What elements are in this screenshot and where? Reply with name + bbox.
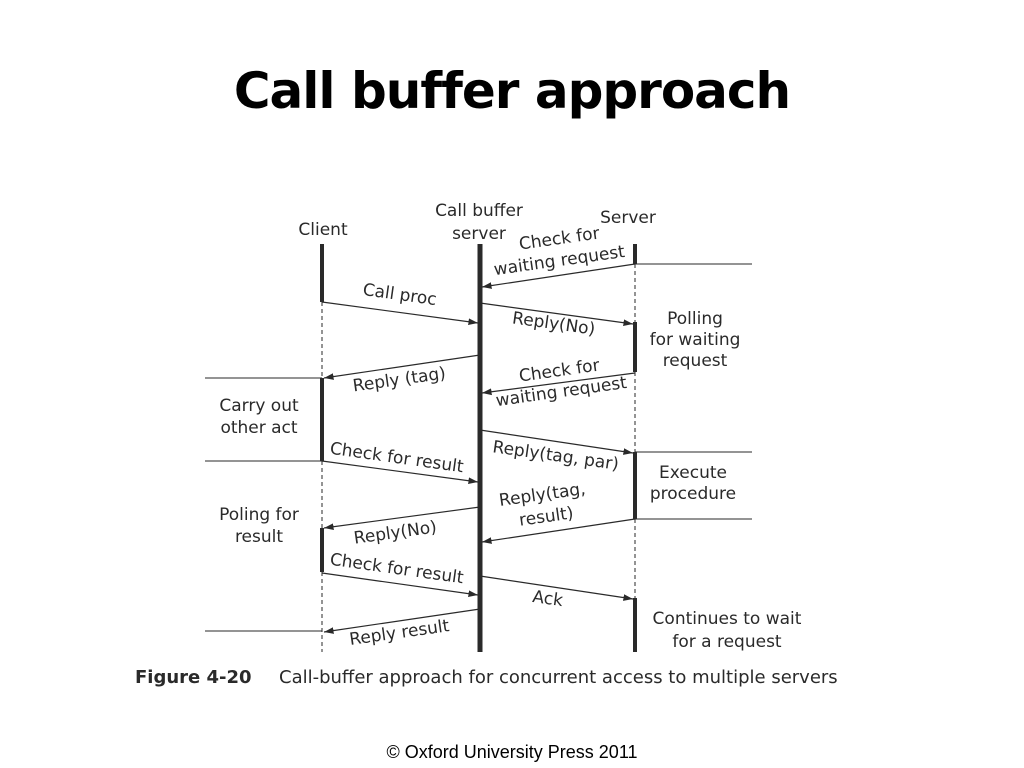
actor-buffer-label: Call buffer [435,201,523,221]
actor-client-label: Client [298,220,348,240]
copyright-footer: © Oxford University Press 2011 [386,742,638,762]
figure-caption: Call-buffer approach for concurrent acce… [279,667,838,688]
arrow-check-waiting-request-1 [481,263,636,289]
arrow-reply-tag-result [481,518,636,544]
slide-title: Call buffer approach [233,62,791,120]
msg-reply-tag-result-b: result) [518,503,575,530]
activity-polling-b: for waiting [650,330,741,350]
activity-carry-a: Carry out [219,396,299,416]
activity-continue-b: for a request [672,632,782,652]
actor-server-label: Server [600,208,656,228]
arrow-ack [479,575,634,601]
activity-execute-a: Execute [659,463,727,483]
actor-buffer-label-2: server [452,224,506,244]
arrow-reply-tag [323,354,481,380]
figure-label: Figure 4-20 [135,667,252,688]
arrow-reply-no-client [323,506,481,531]
arrow-call-proc [321,301,479,326]
activity-polling-a: Polling [667,309,723,329]
msg-reply-no-server: Reply(No) [511,308,596,339]
arrow-reply-no-server [479,302,634,327]
activity-carry-b: other act [220,418,297,438]
msg-check-result-2: Check for result [329,550,465,589]
arrow-check-result-1 [321,460,479,485]
activity-polling-c: request [663,351,728,371]
activity-separators [205,263,752,632]
msg-reply-tag-result-a: Reply(tag, [498,479,587,511]
msg-call-proc: Call proc [362,280,438,310]
arrow-reply-result [323,608,481,634]
msg-ack: Ack [531,587,564,611]
msg-reply-tag-par: Reply(tag, par) [491,437,620,475]
arrow-check-result-2 [321,572,479,597]
arrow-reply-tag-par [479,429,634,455]
activity-poling-b: result [235,527,283,547]
activity-poling-a: Poling for [219,505,299,525]
activity-continue-a: Continues to wait [653,609,802,629]
activity-execute-b: procedure [650,484,736,504]
arrow-check-waiting-request-2 [481,372,636,396]
msg-reply-tag: Reply (tag) [352,364,447,397]
